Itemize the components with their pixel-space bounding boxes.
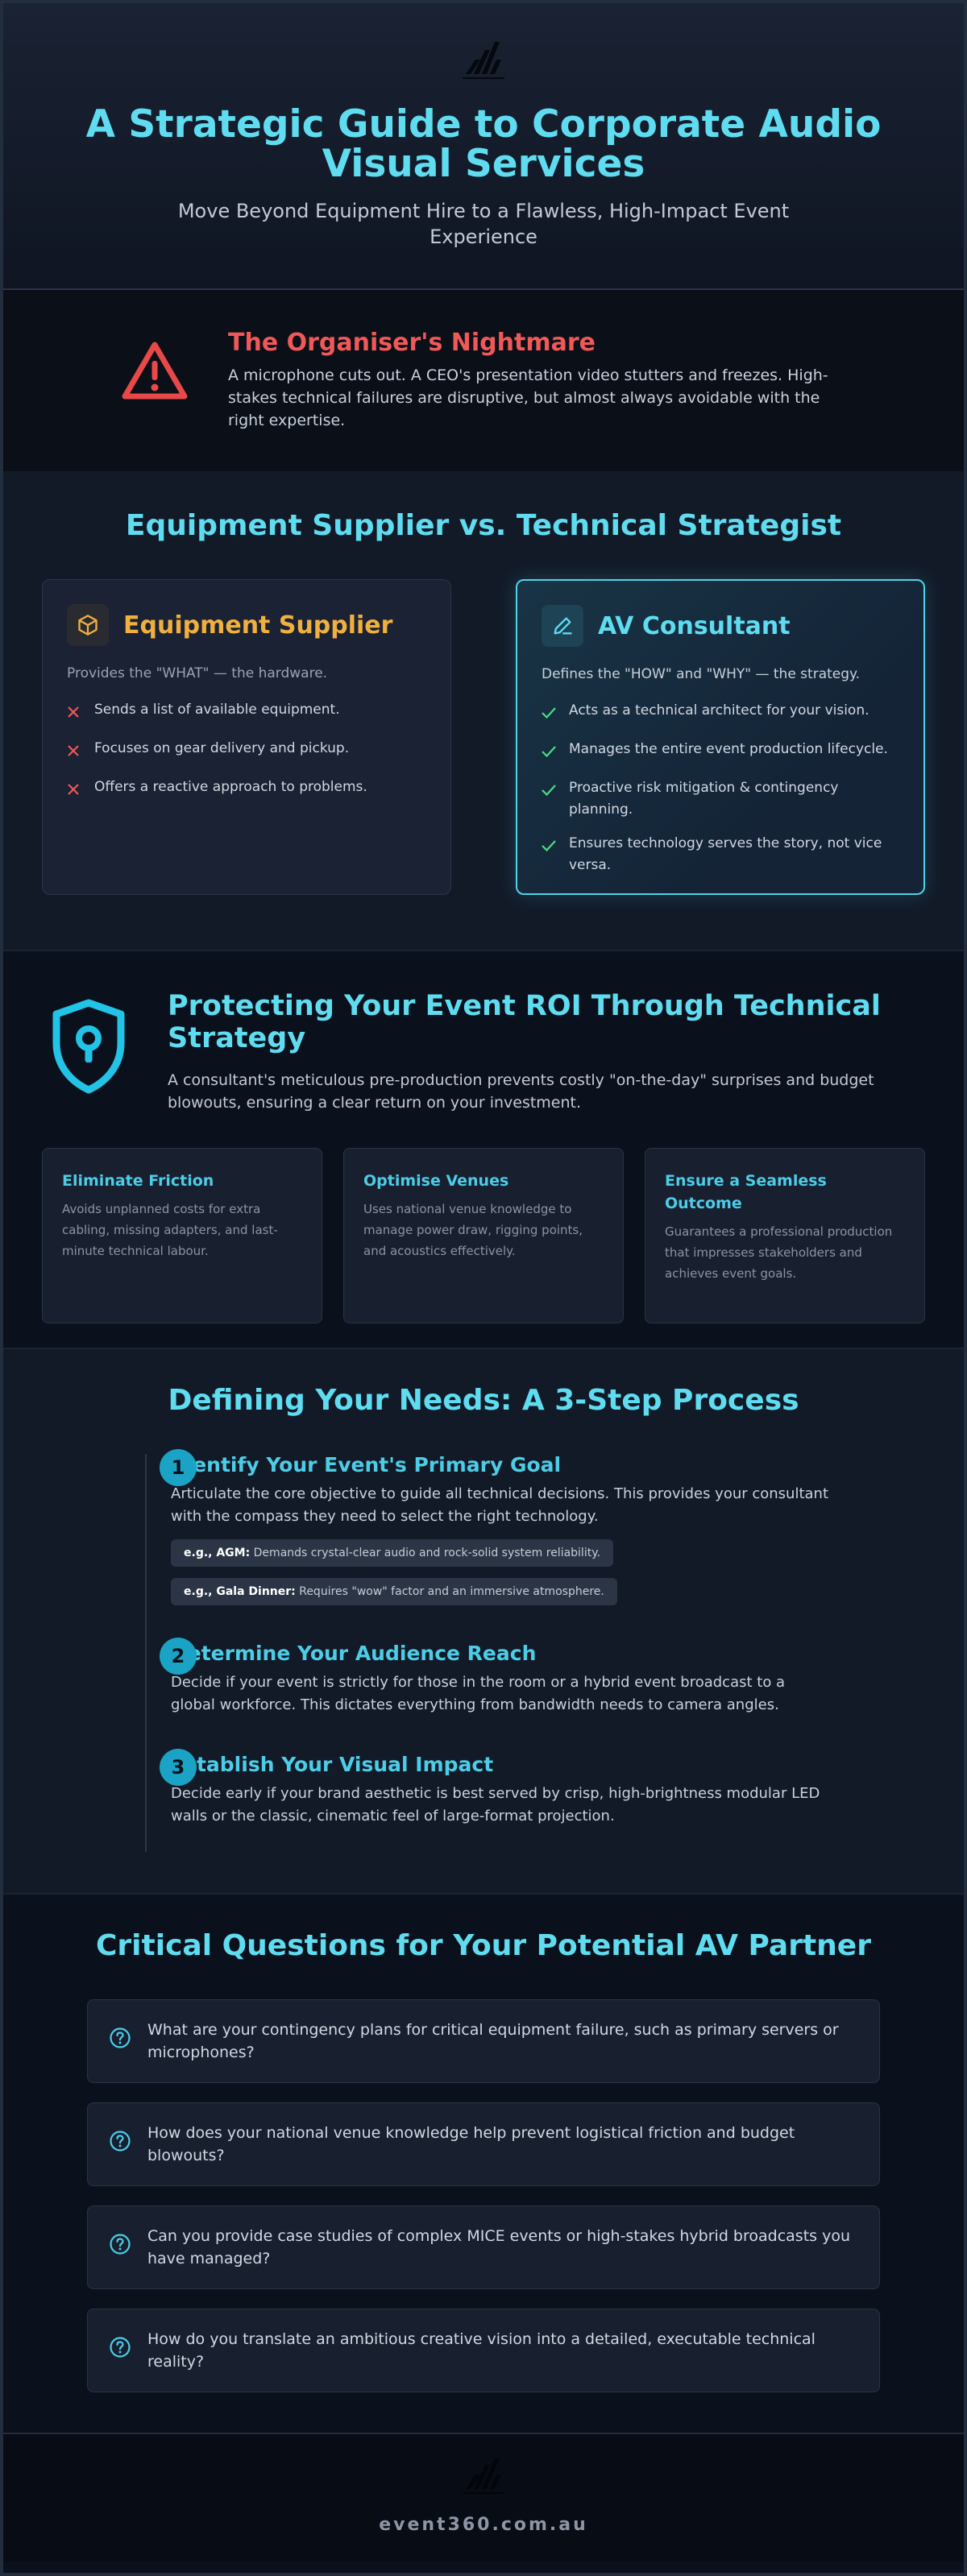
- step-body: Decide if your event is strictly for tho…: [171, 1674, 786, 1713]
- process-step-1: 1 Identify Your Event's Primary Goal Art…: [145, 1449, 838, 1605]
- consultant-card: AV Consultant Defines the "HOW" and "WHY…: [516, 579, 925, 895]
- process-section: Defining Your Needs: A 3-Step Process 1 …: [3, 1348, 964, 1893]
- shield-lock-icon: [48, 998, 137, 1098]
- nightmare-title: The Organiser's Nightmare: [228, 329, 596, 357]
- supplier-card: Equipment Supplier Provides the "WHAT" —…: [42, 579, 451, 895]
- comparison-title: Equipment Supplier vs. Technical Strateg…: [125, 509, 842, 542]
- process-timeline: 1 Identify Your Event's Primary Goal Art…: [145, 1449, 838, 1852]
- logo-mark-icon: [3, 39, 964, 84]
- process-step-2: 2 Determine Your Audience Reach Decide i…: [145, 1638, 838, 1717]
- check-icon: [542, 833, 569, 859]
- check-icon: [542, 739, 569, 765]
- page-subtitle: Move Beyond Equipment Hire to a Flawless…: [177, 200, 790, 248]
- step-title: Establish Your Visual Impact: [171, 1753, 494, 1776]
- questions-section: Critical Questions for Your Potential AV…: [3, 1893, 964, 2433]
- list-item: Acts as a technical architect for your v…: [542, 700, 899, 727]
- question-text: Can you provide case studies of complex …: [147, 2227, 850, 2267]
- cube-icon: [67, 604, 109, 646]
- cross-icon: [67, 699, 94, 726]
- nightmare-section: The Organiser's Nightmare A microphone c…: [3, 290, 964, 471]
- supplier-title: Equipment Supplier: [123, 611, 393, 640]
- page-footer: event360.com.au: [3, 2433, 964, 2562]
- question-text: How do you translate an ambitious creati…: [147, 2330, 816, 2371]
- benefit-title: Ensure a Seamless Outcome: [665, 1172, 827, 1212]
- cross-icon: [67, 738, 94, 764]
- comparison-section: Equipment Supplier vs. Technical Strateg…: [3, 471, 964, 951]
- roi-section: Protecting Your Event ROI Through Techni…: [3, 951, 964, 1348]
- pen-icon: [542, 605, 583, 647]
- benefit-title: Optimise Venues: [363, 1172, 509, 1190]
- roi-title: Protecting Your Event ROI Through Techni…: [168, 990, 881, 1054]
- question-circle-icon: [109, 2233, 147, 2262]
- list-item: Offers a reactive approach to problems.: [67, 777, 426, 803]
- supplier-subtitle: Provides the "WHAT" — the hardware.: [67, 665, 328, 681]
- list-item: Focuses on gear delivery and pickup.: [67, 738, 426, 764]
- step-title: Determine Your Audience Reach: [171, 1642, 537, 1665]
- question-item: Can you provide case studies of complex …: [87, 2205, 880, 2289]
- question-text: How does your national venue knowledge h…: [147, 2124, 795, 2164]
- hero-header: A Strategic Guide to Corporate Audio Vis…: [3, 3, 964, 290]
- example-badge: e.g., Gala Dinner: Requires "wow" factor…: [171, 1578, 617, 1605]
- consultant-title: AV Consultant: [598, 611, 791, 640]
- benefit-card: Optimise Venues Uses national venue know…: [343, 1148, 624, 1323]
- list-item: Proactive risk mitigation & contingency …: [542, 777, 899, 821]
- benefit-card: Eliminate Friction Avoids unplanned cost…: [42, 1148, 322, 1323]
- question-item: What are your contingency plans for crit…: [87, 1999, 880, 2083]
- question-item: How do you translate an ambitious creati…: [87, 2309, 880, 2392]
- example-badge: e.g., AGM: Demands crystal-clear audio a…: [171, 1539, 613, 1567]
- step-number: 1: [160, 1449, 197, 1486]
- list-item: Manages the entire event production life…: [542, 739, 899, 765]
- warning-triangle-icon: [120, 340, 198, 404]
- page-title: A Strategic Guide to Corporate Audio Vis…: [85, 102, 882, 186]
- process-step-3: 3 Establish Your Visual Impact Decide ea…: [145, 1749, 838, 1828]
- benefit-card: Ensure a Seamless Outcome Guarantees a p…: [645, 1148, 925, 1323]
- nightmare-body: A microphone cuts out. A CEO's presentat…: [228, 367, 828, 429]
- list-item: Ensures technology serves the story, not…: [542, 833, 899, 876]
- consultant-subtitle: Defines the "HOW" and "WHY" — the strate…: [542, 666, 861, 682]
- question-circle-icon: [109, 2027, 147, 2056]
- benefit-title: Eliminate Friction: [62, 1172, 214, 1190]
- logo-mark-icon: [3, 2457, 964, 2497]
- step-title: Identify Your Event's Primary Goal: [171, 1453, 562, 1476]
- step-number: 3: [160, 1749, 197, 1786]
- cross-icon: [67, 777, 94, 803]
- timeline-line: [145, 1454, 147, 1852]
- process-title: Defining Your Needs: A 3-Step Process: [168, 1384, 799, 1417]
- questions-title: Critical Questions for Your Potential AV…: [96, 1929, 871, 1962]
- benefit-body: Avoids unplanned costs for extra cabling…: [62, 1202, 278, 1258]
- benefit-body: Uses national venue knowledge to manage …: [363, 1202, 583, 1258]
- question-circle-icon: [109, 2130, 147, 2159]
- roi-body: A consultant's meticulous pre-production…: [168, 1071, 874, 1112]
- supplier-list: Sends a list of available equipment. Foc…: [67, 699, 426, 803]
- question-text: What are your contingency plans for crit…: [147, 2021, 839, 2061]
- benefit-body: Guarantees a professional production tha…: [665, 1224, 893, 1281]
- step-number: 2: [160, 1638, 197, 1675]
- question-circle-icon: [109, 2336, 147, 2365]
- step-body: Decide early if your brand aesthetic is …: [171, 1785, 820, 1824]
- footer-site-link[interactable]: event360.com.au: [379, 2515, 588, 2535]
- question-item: How does your national venue knowledge h…: [87, 2102, 880, 2186]
- consultant-list: Acts as a technical architect for your v…: [542, 700, 899, 876]
- check-icon: [542, 777, 569, 804]
- step-body: Articulate the core objective to guide a…: [171, 1485, 829, 1525]
- list-item: Sends a list of available equipment.: [67, 699, 426, 726]
- check-icon: [542, 700, 569, 727]
